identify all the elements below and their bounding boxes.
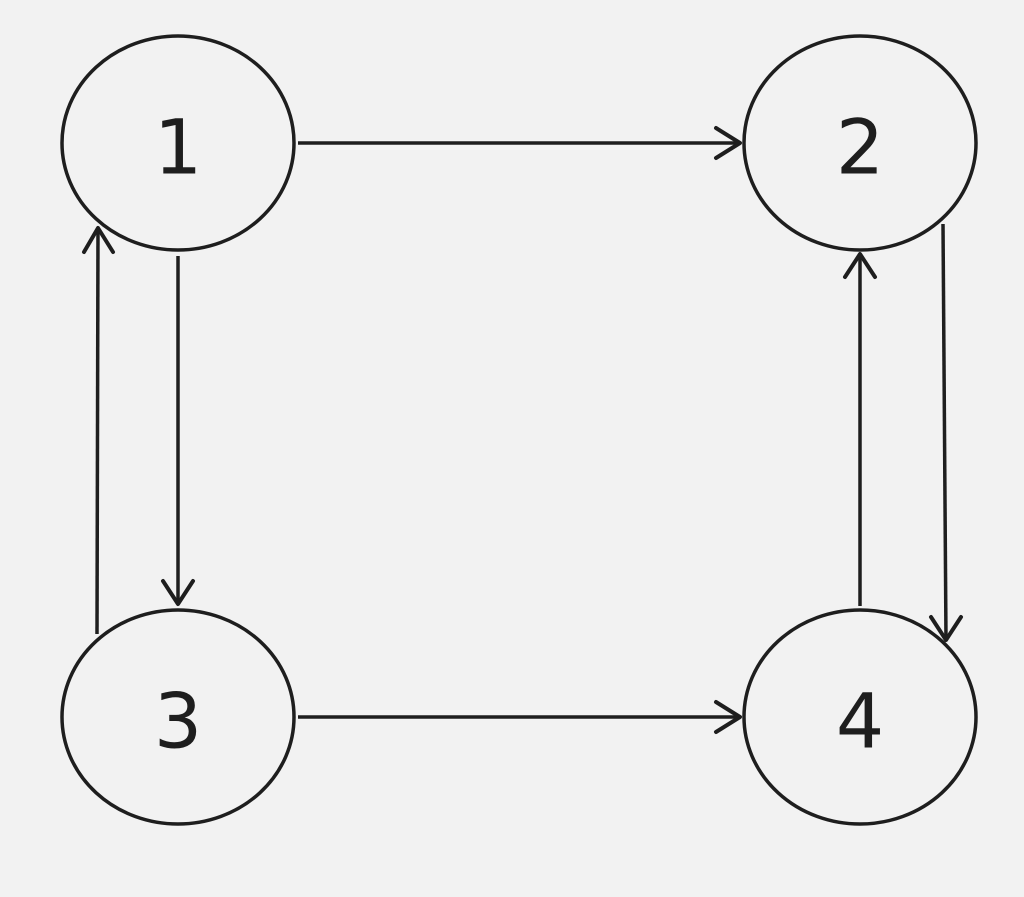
arrowhead-icon	[82, 226, 115, 254]
edge-1-to-3	[161, 256, 195, 606]
edges	[82, 126, 963, 734]
node-1[interactable]: 1	[60, 34, 296, 252]
node-circle	[60, 608, 296, 826]
arrowhead-icon	[843, 252, 877, 279]
node-circle	[60, 34, 296, 252]
node-3[interactable]: 3	[60, 608, 296, 826]
edge-4-to-2	[843, 252, 877, 606]
edge-3-to-4	[298, 700, 742, 734]
arrowhead-icon	[714, 126, 742, 160]
nodes: 1 2 3 4	[60, 34, 978, 826]
node-label: 4	[836, 677, 884, 766]
edge-3-to-1	[82, 226, 115, 635]
edge-line	[95, 227, 100, 635]
edge-line	[941, 223, 948, 641]
node-circle	[742, 608, 978, 826]
arrowhead-icon	[714, 700, 742, 734]
edge-1-to-2	[298, 126, 742, 160]
arrowhead-icon	[929, 615, 963, 642]
node-label: 2	[836, 103, 884, 192]
node-circle	[742, 34, 978, 252]
node-label: 1	[154, 103, 202, 192]
node-2[interactable]: 2	[742, 34, 978, 252]
node-4[interactable]: 4	[742, 608, 978, 826]
edge-2-to-4	[929, 223, 963, 642]
arrowhead-icon	[161, 579, 195, 606]
node-label: 3	[154, 677, 202, 766]
